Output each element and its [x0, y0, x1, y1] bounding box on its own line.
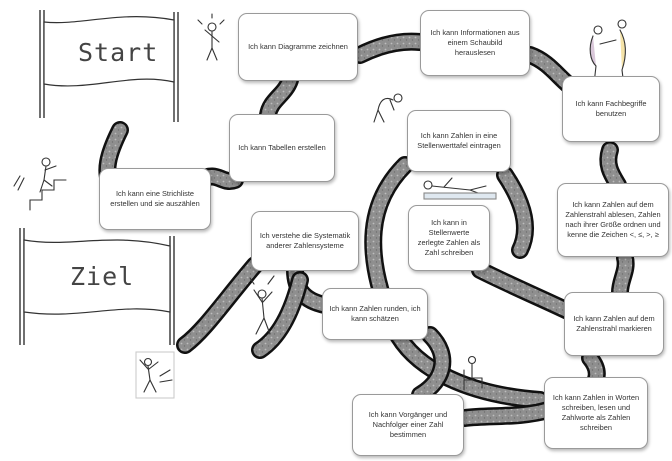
start-flag: [39, 10, 179, 122]
figure-cheering: [135, 351, 175, 399]
card-zerlegte-zahlen[interactable]: Ich kann in Stellenwerte zerlegte Zahlen…: [408, 205, 490, 271]
path-segment-zerlegt-markieren: [471, 261, 579, 321]
figure-jumping: [249, 275, 275, 335]
path-segment-worte-vorgaenger: [456, 401, 557, 427]
path-segment-fachbegriffe-ablesen: [599, 141, 627, 194]
figure-bending: [373, 93, 403, 123]
figure-thinking: [197, 13, 225, 61]
path-segment-ablesen-markieren: [611, 249, 635, 301]
ziel-flag-label: Ziel: [70, 262, 135, 291]
card-tabellen-erstellen[interactable]: Ich kann Tabellen erstellen: [229, 114, 335, 182]
ziel-flag: [19, 228, 175, 345]
card-informationen-herauslesen[interactable]: Ich kann Informationen aus einem Schaubi…: [420, 10, 530, 76]
card-fachbegriffe-benutzen[interactable]: Ich kann Fachbegriffe benutzen: [562, 76, 660, 142]
path-segment-runden-left: [251, 271, 309, 359]
figure-couple: [589, 19, 627, 87]
path-segment-systematik-ziel: [176, 256, 264, 354]
card-runden-schaetzen[interactable]: Ich kann Zahlen runden, ich kann schätze…: [322, 288, 428, 340]
card-stellenwerttafel-eintragen[interactable]: Ich kann Zahlen in eine Stellenwerttafel…: [407, 110, 511, 172]
path-segment-vorgaenger-runden: [411, 326, 452, 404]
figure-climbing-stairs: [13, 157, 67, 211]
path-segment-stellenwerttafel-zerlegt: [496, 166, 534, 259]
card-diagramme-zeichnen[interactable]: Ich kann Diagramme zeichnen: [238, 13, 358, 81]
start-flag-label: Start: [78, 38, 159, 67]
card-zahlenstrahl-markieren[interactable]: Ich kann Zahlen auf dem Zahlenstrahl mar…: [564, 292, 664, 356]
path-segment-diagramme-informationen: [351, 32, 429, 64]
card-vorgaenger-nachfolger[interactable]: Ich kann Vorgänger und Nachfolger einer …: [352, 394, 464, 456]
figure-sitting: [463, 355, 483, 391]
card-zahlenstrahl-ablesen[interactable]: Ich kann Zahlen auf dem Zahlenstrahl abl…: [557, 183, 669, 257]
path-segment-diagramme-tabellen: [259, 71, 299, 124]
card-systematik-zahlensysteme[interactable]: Ich verstehe die Systematik anderer Zahl…: [251, 211, 359, 271]
card-strichliste-erstellen[interactable]: Ich kann eine Strichliste erstellen und …: [99, 168, 211, 230]
figure-lying: [423, 177, 497, 200]
path-segments: [98, 32, 635, 427]
card-zahlen-in-worten[interactable]: Ich kann Zahlen in Worten schreiben, les…: [544, 377, 648, 449]
